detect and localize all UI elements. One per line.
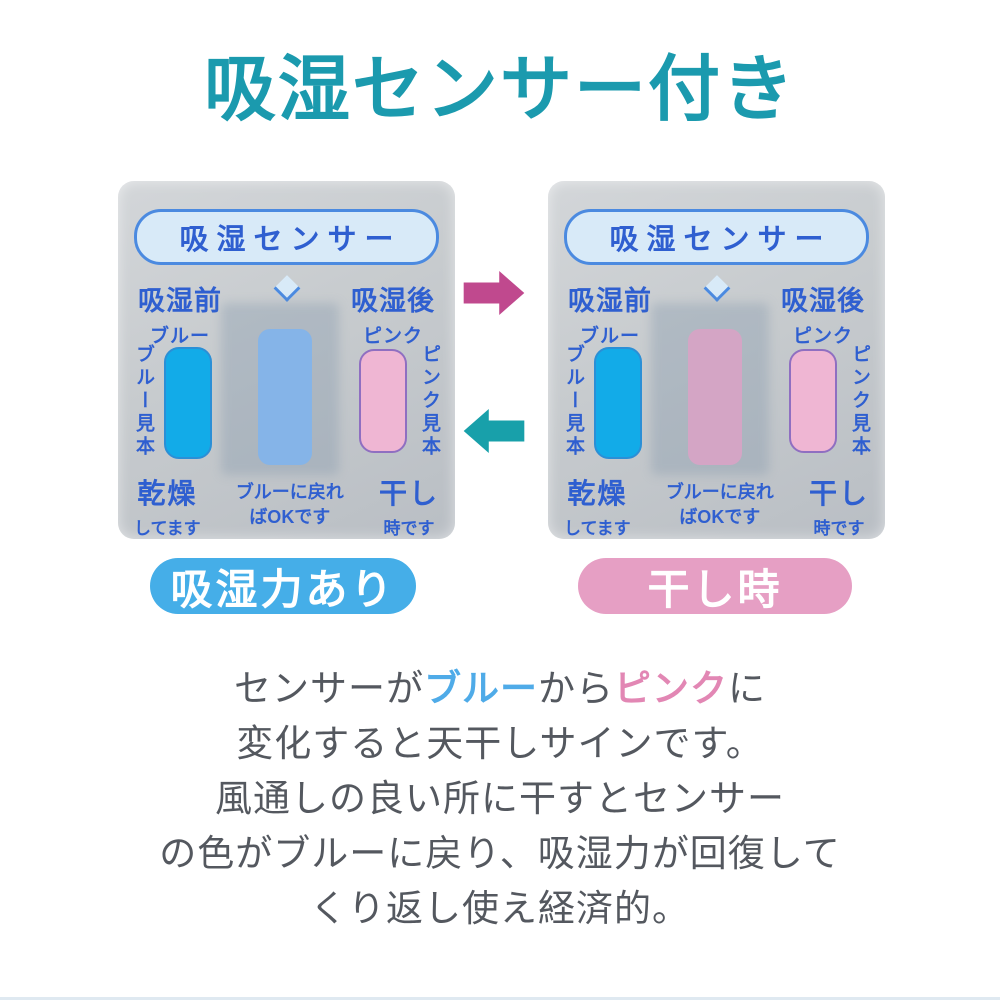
dry-status-sublabel: してます	[564, 519, 631, 538]
blue-sample-vertical-label: ブルー見本	[133, 344, 154, 459]
after-state-color-label: ピンク	[792, 326, 853, 347]
drytime-status-label: 干し	[378, 478, 439, 509]
before-state-label-group: 吸湿前 ブルー	[568, 279, 652, 348]
description-line-4: の色がブルーに戻り、吸湿力が回復して	[159, 833, 841, 874]
after-state-label-group: 吸湿後 ピンク	[781, 279, 865, 348]
state-labels-row: 吸湿前 ブルー 吸湿後 ピンク	[118, 279, 455, 348]
return-blue-note-line1: ブルーに戻れ	[665, 482, 774, 502]
description-line-2: 変化すると天干しサインです。	[236, 723, 764, 764]
blue-sample-swatch	[164, 347, 212, 459]
status-labels-row: 乾燥 してます ブルーに戻れ ばOKです 干し 時です	[548, 472, 885, 539]
sensor-swatch	[258, 329, 312, 465]
description-text: センサーがブルーからピンクに 変化すると天干しサインです。 風通しの良い所に干す…	[0, 661, 1000, 936]
sensor-header-label: 吸湿センサー	[609, 224, 832, 256]
pink-sample-swatch	[789, 349, 837, 453]
return-blue-note-line2: ばOKです	[249, 507, 331, 527]
dry-status-sublabel: してます	[134, 519, 201, 538]
drytime-status-sublabel: 時です	[383, 519, 435, 538]
sensor-header-bubble: 吸湿センサー	[134, 209, 439, 302]
blue-sample-vertical-label: ブルー見本	[563, 344, 584, 459]
dry-status-group: 乾燥 してます	[564, 472, 631, 539]
description-line-1: センサーがブルーからピンクに	[0, 661, 1000, 716]
sensor-panel-before: 吸湿センサー 吸湿前 ブルー 吸湿後 ピンク ブルー見本 ピンク見本 乾燥 して…	[118, 181, 455, 539]
before-state-label: 吸湿前	[138, 286, 222, 316]
caption-pill-drytime-label: 干し時	[647, 565, 783, 613]
caption-pill-absorbing: 吸湿力あり	[150, 558, 416, 614]
after-state-label: 吸湿後	[351, 286, 435, 316]
caption-pill-absorbing-label: 吸湿力あり	[170, 565, 396, 613]
desc-part-plain: に	[728, 668, 766, 709]
arrow-left-icon	[463, 409, 525, 453]
dry-status-label: 乾燥	[567, 478, 628, 509]
drytime-status-label: 干し	[808, 478, 869, 509]
desc-part-plain: センサーが	[234, 668, 424, 709]
blue-sample-swatch	[594, 347, 642, 459]
pink-sample-vertical-label: ピンク見本	[849, 344, 870, 459]
sensor-header-bubble: 吸湿センサー	[564, 209, 869, 302]
description-line-3: 風通しの良い所に干すとセンサー	[215, 778, 785, 819]
desc-word-blue: ブルー	[424, 668, 538, 709]
status-labels-row: 乾燥 してます ブルーに戻れ ばOKです 干し 時です	[118, 472, 455, 539]
pink-sample-swatch	[359, 349, 407, 453]
dry-status-group: 乾燥 してます	[134, 472, 201, 539]
caption-pill-drytime: 干し時	[578, 558, 852, 614]
before-state-label-group: 吸湿前 ブルー	[138, 279, 222, 348]
after-state-label: 吸湿後	[781, 286, 865, 316]
state-labels-row: 吸湿前 ブルー 吸湿後 ピンク	[548, 279, 885, 348]
sensor-header-label: 吸湿センサー	[179, 224, 402, 256]
pink-sample-vertical-label: ピンク見本	[419, 344, 440, 459]
return-blue-note-line2: ばOKです	[679, 507, 761, 527]
drytime-status-group: 干し 時です	[809, 472, 869, 539]
after-state-label-group: 吸湿後 ピンク	[351, 279, 435, 348]
before-state-label: 吸湿前	[568, 286, 652, 316]
description-line-5: くり返し使え経済的。	[310, 888, 690, 929]
before-state-color-label: ブルー	[149, 326, 210, 347]
return-blue-note-line1: ブルーに戻れ	[235, 482, 344, 502]
after-state-color-label: ピンク	[362, 326, 423, 347]
desc-part-plain: から	[538, 668, 614, 709]
dry-status-label: 乾燥	[137, 478, 198, 509]
page-title: 吸湿センサー付き	[203, 50, 796, 130]
sensor-swatch	[688, 329, 742, 465]
return-blue-note: ブルーに戻れ ばOKです	[236, 472, 344, 530]
before-state-color-label: ブルー	[579, 326, 640, 347]
desc-word-pink: ピンク	[614, 668, 728, 709]
arrow-right-icon	[463, 271, 525, 315]
drytime-status-group: 干し 時です	[379, 472, 439, 539]
drytime-status-sublabel: 時です	[813, 519, 865, 538]
sensor-panel-after: 吸湿センサー 吸湿前 ブルー 吸湿後 ピンク ブルー見本 ピンク見本 乾燥 して…	[548, 181, 885, 539]
return-blue-note: ブルーに戻れ ばOKです	[666, 472, 774, 530]
bottom-divider	[0, 997, 1000, 1000]
